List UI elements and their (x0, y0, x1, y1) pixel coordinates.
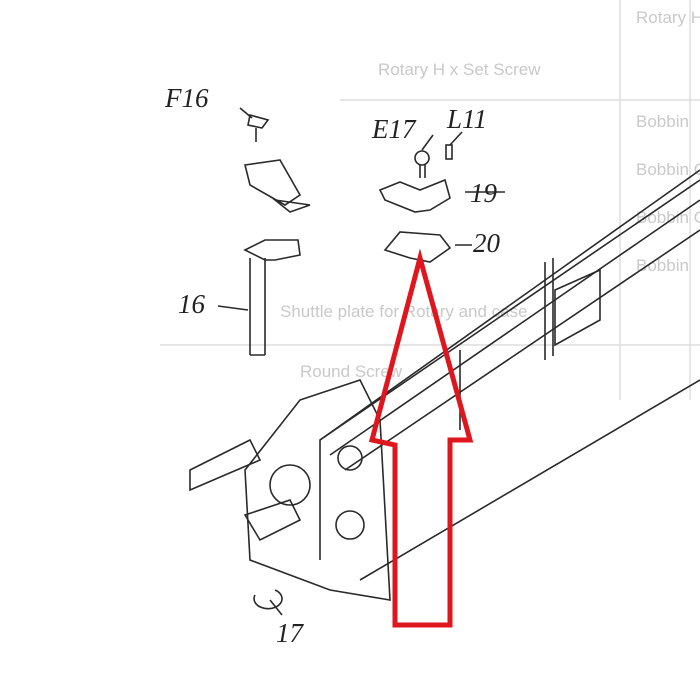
screw-f16 (247, 113, 270, 142)
setscrew-l11 (445, 144, 453, 160)
part-19 (378, 178, 451, 213)
shaft-16 (249, 258, 266, 356)
ring-17 (253, 589, 283, 610)
ghost-row: Bobbin C (636, 160, 700, 179)
part-20 (383, 231, 452, 263)
label-17: 17 (276, 618, 305, 648)
label-19: 19 (470, 178, 498, 208)
label-f16: F16 (164, 83, 209, 113)
screw-e17 (414, 150, 430, 166)
ghost-row: Bobbin (636, 256, 689, 275)
red-arrow-icon (368, 248, 474, 628)
label-20: 20 (473, 228, 501, 258)
label-e17: E17 (371, 114, 417, 144)
ghost-row: Bobbin (636, 112, 689, 131)
part-plate (244, 159, 302, 206)
ghost-row: Round Screw (300, 362, 403, 381)
label-16: 16 (178, 289, 206, 319)
ghost-row: Rotary H (636, 8, 700, 27)
parts (217, 107, 505, 616)
ghost-row: Rotary H x Set Screw (378, 60, 541, 79)
label-l11: L11 (446, 104, 487, 134)
machine-bed-outline (189, 169, 700, 601)
